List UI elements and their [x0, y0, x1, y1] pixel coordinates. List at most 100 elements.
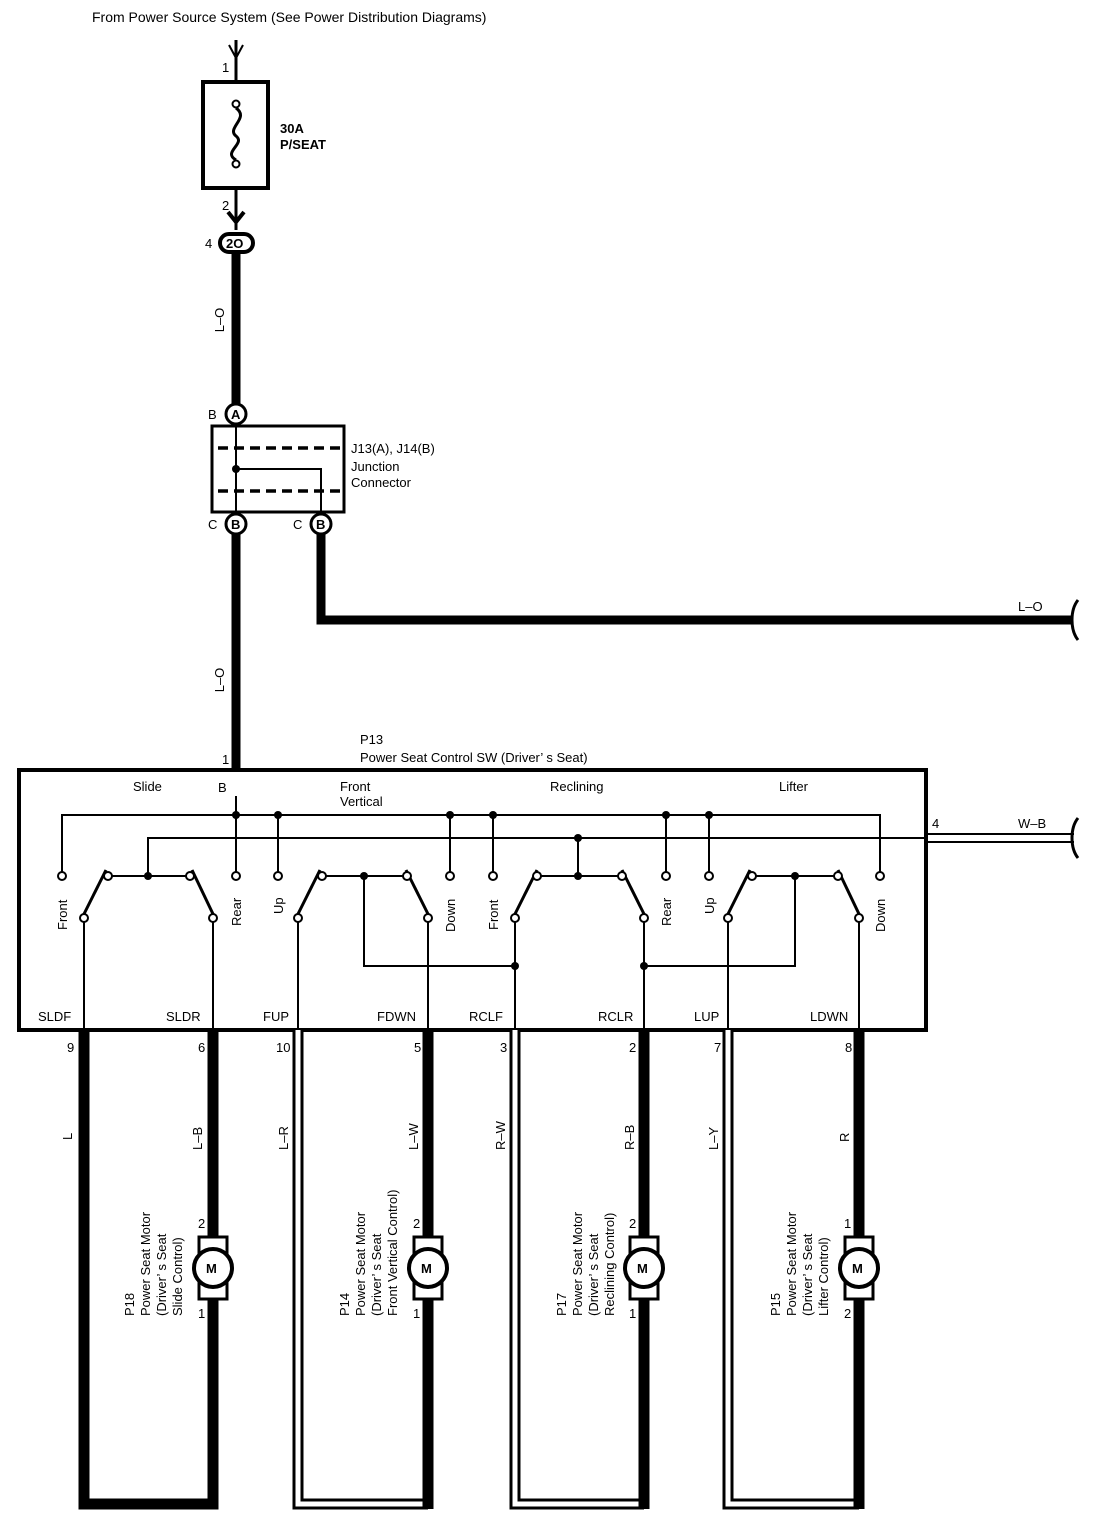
motor-p15-l1: Power Seat Motor [784, 1211, 799, 1316]
pin-sldr: 6 [198, 1040, 205, 1055]
pin-lup: 7 [714, 1040, 721, 1055]
junction-top-pin: B [208, 407, 217, 422]
motor-p15-l2: (Driver’ s Seat [800, 1233, 815, 1316]
fuse-name: P/SEAT [280, 137, 326, 152]
switch-input-pin: 1 [222, 752, 229, 767]
switch-box [17, 768, 928, 1032]
terminal-lup: LUP [694, 1009, 719, 1024]
source-note: From Power Source System (See Power Dist… [92, 9, 486, 25]
wire-label-lup: L–Y [706, 1127, 721, 1150]
motor-p17-pin-top: 2 [629, 1216, 636, 1231]
junction-splice-dot [232, 465, 240, 473]
motor-icon [838, 1247, 880, 1289]
motor-icon [407, 1247, 449, 1289]
section-slide: Slide [133, 779, 162, 794]
motor-p15-symbol: M [852, 1261, 863, 1276]
motor-p14-symbol: M [421, 1261, 432, 1276]
terminal-rclf: RCLF [469, 1009, 503, 1024]
motor-p14-code: P14 [337, 1293, 352, 1316]
motor-p17-pin-bot: 1 [629, 1306, 636, 1321]
motor-p14-l2: (Driver’ s Seat [369, 1233, 384, 1316]
pin-rclf: 3 [500, 1040, 507, 1055]
motor-p14-l1: Power Seat Motor [353, 1211, 368, 1316]
motor-p18-l3: Slide Control) [170, 1237, 185, 1316]
junction-line1: J13(A), J14(B) [351, 441, 435, 456]
junction-bot-conn-right-label: B [316, 517, 325, 532]
wire-lo-upper-label: L–O [212, 308, 227, 333]
pin-ldwn: 8 [845, 1040, 852, 1055]
wire-label-ldwn: R [837, 1133, 852, 1142]
contact-lifter-down: Down [873, 899, 888, 932]
contact-front-down: Down [443, 899, 458, 932]
pin-rclr: 2 [629, 1040, 636, 1055]
junction-line2: Junction [351, 459, 399, 474]
wire-wb-continuation-icon [1070, 817, 1080, 859]
terminal-fdwn: FDWN [377, 1009, 416, 1024]
switch-internal-wiring [61, 796, 926, 1030]
switch-splice-dots [144, 811, 799, 970]
contact-slide-front: Front [55, 899, 70, 930]
motor-icon [192, 1247, 234, 1289]
motor-p17-symbol: M [637, 1261, 648, 1276]
switch-name: Power Seat Control SW (Driver’ s Seat) [360, 750, 588, 765]
motor-p18-code: P18 [122, 1293, 137, 1316]
terminal-fup: FUP [263, 1009, 289, 1024]
motor-p15-l3: Lifter Control) [816, 1237, 831, 1316]
motor-p17-code: P17 [554, 1293, 569, 1316]
section-lifter: Lifter [779, 779, 809, 794]
motor-p14-l3: Front Vertical Control) [385, 1190, 400, 1316]
motor-p18-pin-bot: 1 [198, 1306, 205, 1321]
switch-input-label: B [218, 780, 227, 795]
connector-2o-pin: 4 [205, 236, 212, 251]
junction-bot-pin-right: C [293, 517, 302, 532]
fuse-terminal-top [231, 99, 241, 109]
motor-p18-l1: Power Seat Motor [138, 1211, 153, 1316]
wire-lo-branch-continuation-icon [1070, 599, 1080, 641]
motor-icon [623, 1247, 665, 1289]
wire-wb-pin: 4 [932, 816, 939, 831]
junction-bot-conn-left-label: B [231, 517, 240, 532]
pin-fup: 10 [276, 1040, 290, 1055]
pin-fdwn: 5 [414, 1040, 421, 1055]
junction-bus-branch [236, 468, 322, 514]
wire-label-sldr: L–B [190, 1127, 205, 1150]
motor-p18: M 2 1 P18 Power Seat Motor (Driver’ s Se… [122, 1211, 234, 1321]
motor-p17: M 2 1 P17 Power Seat Motor (Driver’ s Se… [554, 1211, 665, 1321]
wire-wb-label: W–B [1018, 816, 1046, 831]
terminal-rclr: RCLR [598, 1009, 633, 1024]
junction-line3: Connector [351, 475, 412, 490]
wire-label-rclf: R–W [493, 1120, 508, 1150]
fuse-out-arrow-icon [226, 210, 246, 226]
wire-label-sldf: L [60, 1133, 75, 1140]
section-reclining: Reclining [550, 779, 603, 794]
motor-p18-l2: (Driver’ s Seat [154, 1233, 169, 1316]
contact-slide-rear: Rear [229, 897, 244, 926]
motor-p14-pin-bot: 1 [413, 1306, 420, 1321]
motor-p15-pin-top: 1 [844, 1216, 851, 1231]
motor-p17-l2: (Driver’ s Seat [586, 1233, 601, 1316]
motor-p14-pin-top: 2 [413, 1216, 420, 1231]
wire-lo-branch [316, 534, 1072, 625]
switch-code: P13 [360, 732, 383, 747]
fuse-pin-bottom: 2 [222, 198, 229, 213]
contact-front-up: Up [271, 897, 286, 914]
terminal-sldr: SLDR [166, 1009, 201, 1024]
wire-lo-branch-label: L–O [1018, 599, 1043, 614]
fuse-rating: 30A [280, 121, 304, 136]
motor-p18-pin-top: 2 [198, 1216, 205, 1231]
connector-2o-label: 2O [226, 236, 243, 251]
section-front: Front [340, 779, 371, 794]
motor-p17-l3: Reclining Control) [602, 1213, 617, 1316]
motor-p18-symbol: M [206, 1261, 217, 1276]
wire-label-rclr: R–B [622, 1125, 637, 1150]
motor-p15: M 1 2 P15 Power Seat Motor (Driver’ s Se… [768, 1211, 880, 1321]
wire-lo-lower-label: L–O [212, 668, 227, 693]
terminal-sldf: SLDF [38, 1009, 71, 1024]
wire-label-fup: L–R [276, 1126, 291, 1150]
wire-label-fdwn: L–W [406, 1123, 421, 1150]
motor-p17-l1: Power Seat Motor [570, 1211, 585, 1316]
contact-lifter-up: Up [702, 897, 717, 914]
fuse-terminal-bottom [231, 159, 241, 169]
motor-p14: M 2 1 P14 Power Seat Motor (Driver’ s Se… [337, 1190, 449, 1321]
